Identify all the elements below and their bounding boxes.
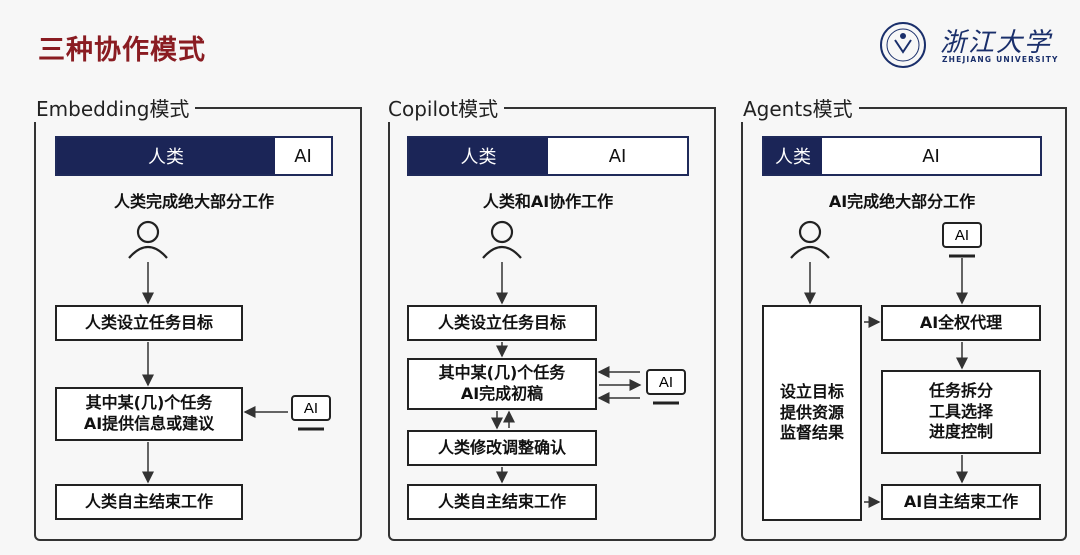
copilot-step-3: 人类修改调整确认 — [407, 430, 597, 466]
embedding-caption: 人类完成绝大部分工作 — [113, 192, 274, 211]
agents-ratio-bar: 人类 AI — [762, 136, 1042, 176]
university-seal-icon — [880, 22, 926, 68]
agents-step-3: AI自主结束工作 — [881, 484, 1041, 520]
person-icon — [482, 220, 522, 259]
person-icon — [128, 220, 168, 259]
ai-icon-label: AI — [304, 400, 318, 417]
human-share: 人类 — [409, 138, 548, 174]
ai-monitor-icon: AI — [291, 395, 331, 431]
ai-icon-label: AI — [955, 227, 969, 244]
copilot-step-4: 人类自主结束工作 — [407, 484, 597, 520]
copilot-heading: Copilot模式 — [382, 93, 505, 122]
university-name: 浙江大学 — [940, 28, 1053, 58]
human-share: 人类 — [57, 138, 275, 174]
ai-share: AI — [275, 138, 331, 174]
university-subtitle: ZHEJIANG UNIVERSITY — [942, 55, 1059, 64]
embedding-step-1: 人类设立任务目标 — [55, 305, 243, 341]
agents-step-2: 任务拆分 工具选择 进度控制 — [881, 370, 1041, 454]
agents-panel — [741, 107, 1067, 541]
ai-icon-label: AI — [659, 374, 673, 391]
embedding-step-2: 其中某(几)个任务 AI提供信息或建议 — [55, 387, 243, 441]
agents-side-box: 设立目标 提供资源 监督结果 — [762, 305, 862, 521]
copilot-step-1: 人类设立任务目标 — [407, 305, 597, 341]
embedding-ratio-bar: 人类 AI — [55, 136, 333, 176]
human-share: 人类 — [764, 138, 822, 174]
ai-monitor-icon: AI — [942, 222, 982, 258]
ai-share: AI — [548, 138, 687, 174]
person-icon — [790, 220, 830, 259]
embedding-panel — [34, 107, 362, 541]
agents-caption: AI完成绝大部分工作 — [828, 192, 976, 211]
copilot-panel — [388, 107, 716, 541]
ai-share: AI — [822, 138, 1040, 174]
agents-step-1: AI全权代理 — [881, 305, 1041, 341]
copilot-step-2: 其中某(几)个任务 AI完成初稿 — [407, 358, 597, 410]
embedding-step-3: 人类自主结束工作 — [55, 484, 243, 520]
embedding-heading: Embedding模式 — [30, 93, 196, 122]
ai-monitor-icon: AI — [646, 369, 686, 405]
agents-heading: Agents模式 — [737, 93, 859, 122]
page-title: 三种协作模式 — [38, 35, 206, 66]
copilot-ratio-bar: 人类 AI — [407, 136, 689, 176]
copilot-caption: 人类和AI协作工作 — [482, 192, 614, 211]
